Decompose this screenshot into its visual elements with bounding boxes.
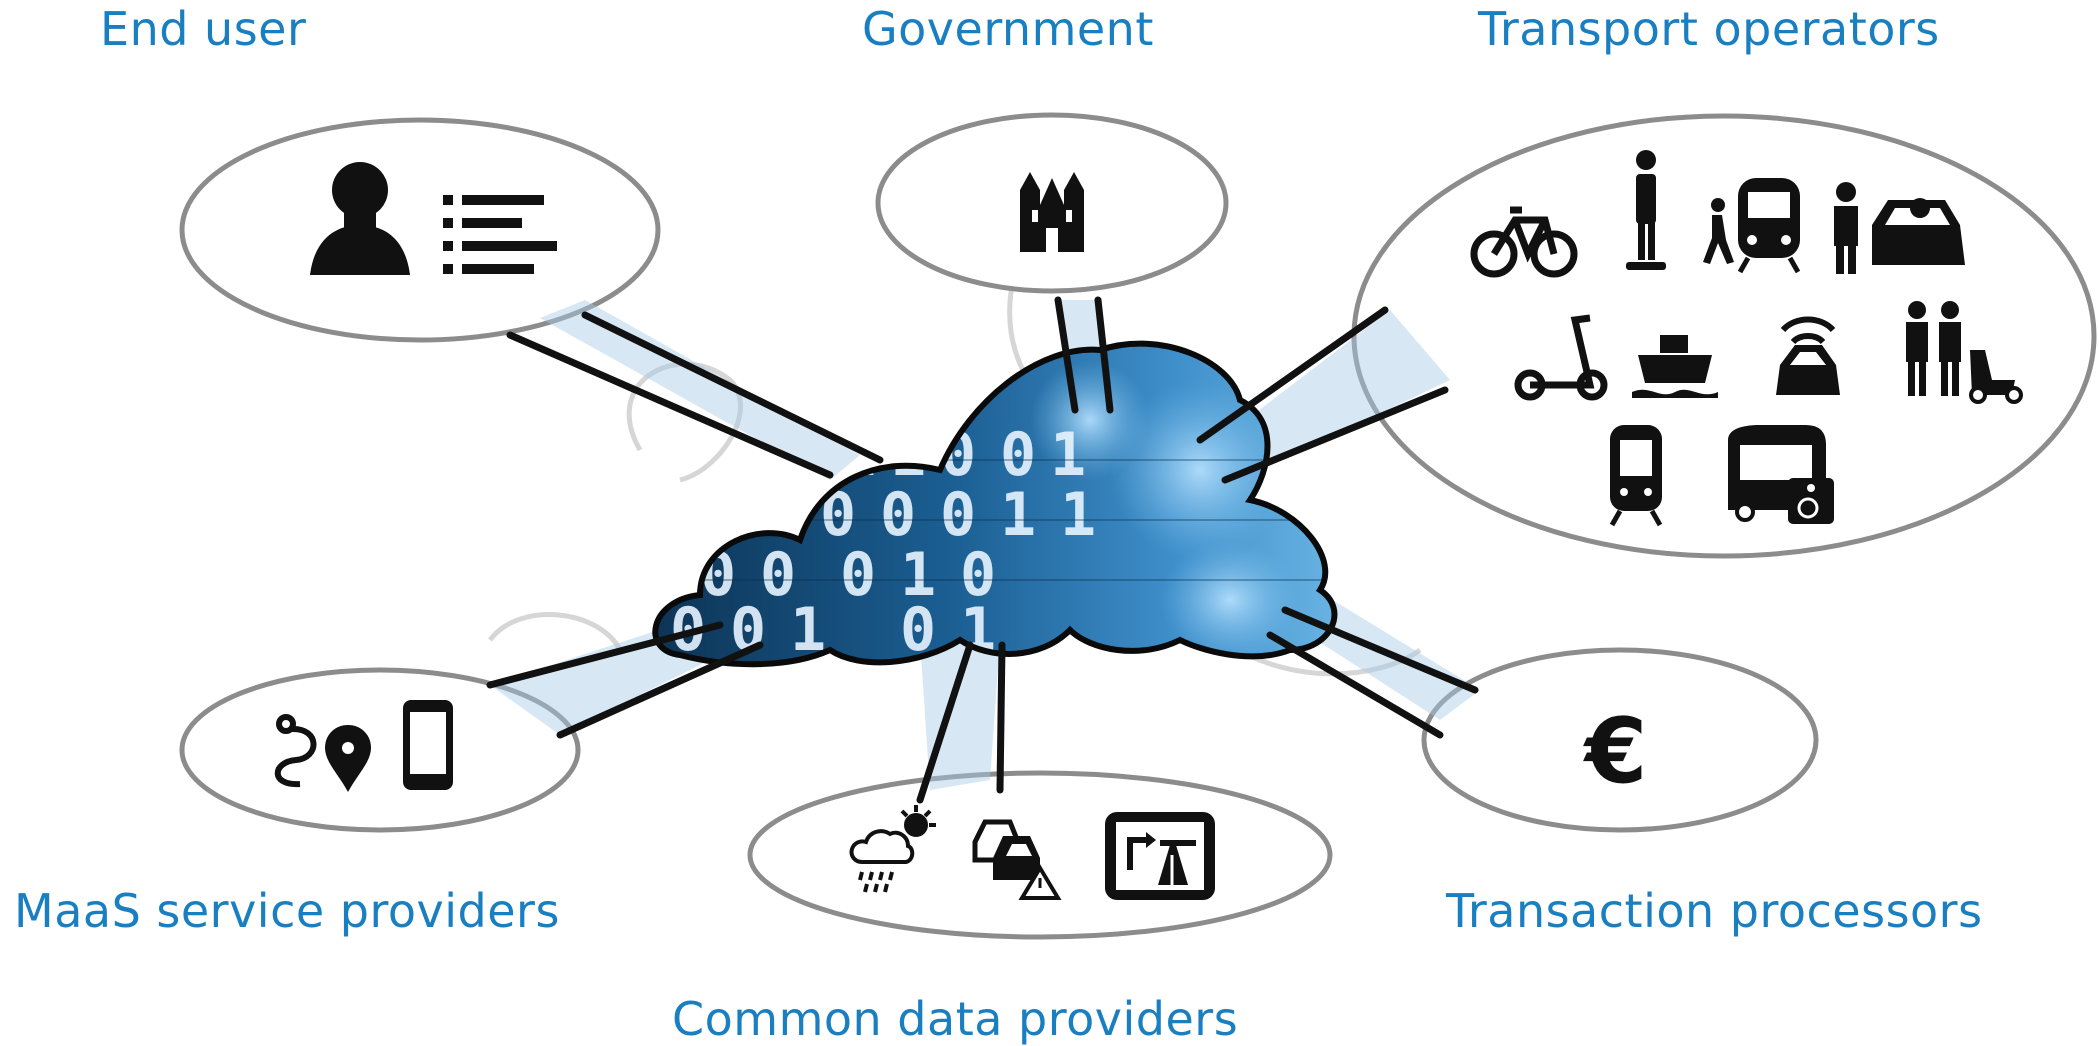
highway-sign-icon — [1105, 812, 1215, 900]
transaction-connector-b — [1266, 631, 1444, 739]
transport-operators-ellipse — [1351, 113, 2097, 559]
end-user-ellipse — [179, 117, 661, 343]
binary-digit: 1 — [900, 540, 936, 610]
binary-digit: 0 — [760, 540, 796, 610]
end-user-connector-a — [581, 311, 884, 464]
smartphone-icon — [403, 700, 453, 790]
list-icon — [443, 195, 557, 274]
transaction-ellipse — [1421, 647, 1819, 833]
scooter-icon — [1514, 314, 1608, 401]
weather-icon — [849, 805, 936, 893]
binary-digit: 0 — [940, 480, 976, 550]
maas-ellipse — [179, 667, 581, 833]
binary-digit: 0 — [960, 540, 996, 610]
church-icon — [1020, 172, 1084, 252]
tram-icon — [1609, 425, 1663, 527]
bicycle-icon — [1470, 206, 1578, 278]
binary-digit: 1 — [1000, 480, 1036, 550]
car-driver-icon — [1834, 182, 1965, 274]
euro-symbol: € — [1583, 699, 1648, 804]
government-connector-b — [1094, 296, 1114, 414]
government-connector-a — [1054, 296, 1079, 414]
traffic-warning-icon — [972, 819, 1062, 900]
maas-connector-a — [486, 621, 724, 689]
common-connector-a — [916, 641, 974, 804]
binary-digit: 0 — [1000, 420, 1036, 490]
transaction-connector-a — [1281, 606, 1479, 694]
people-moped-icon — [1906, 301, 2023, 404]
binary-digit: 1 — [1060, 480, 1096, 550]
maas-connector-b — [556, 641, 764, 739]
binary-digit: 0 — [840, 540, 876, 610]
accessible-van-icon — [1728, 425, 1834, 524]
connector-lines — [486, 296, 1479, 804]
person-icon — [310, 162, 410, 275]
transaction-processors-label: Transaction processors — [1446, 884, 1983, 938]
common-data-providers-label: Common data providers — [672, 992, 1239, 1046]
common-data-ellipse — [747, 770, 1333, 940]
train-icon — [1737, 178, 1801, 274]
transport-icons — [1470, 150, 2023, 527]
binary-digit: 0 — [880, 480, 916, 550]
transport-connector-b — [1221, 386, 1449, 484]
route-pin-icon — [274, 714, 372, 793]
ferry-icon — [1632, 335, 1718, 398]
euro-icon: € — [1583, 699, 1648, 804]
government-label: Government — [862, 2, 1154, 56]
binary-digit: 1 — [1050, 420, 1086, 490]
walking-person-icon — [1703, 198, 1734, 264]
transport-connector-a — [1196, 306, 1389, 444]
hoverboard-person-icon — [1626, 150, 1666, 270]
transport-operators-label: Transport operators — [1478, 2, 1940, 56]
binary-digit: 0 — [700, 480, 736, 550]
common-connector-b — [996, 641, 1006, 794]
maas-service-providers-label: MaaS service providers — [14, 884, 560, 938]
end-user-label: End user — [100, 2, 307, 56]
connected-car-icon — [1776, 316, 1840, 395]
end-user-connector-b — [506, 331, 834, 479]
